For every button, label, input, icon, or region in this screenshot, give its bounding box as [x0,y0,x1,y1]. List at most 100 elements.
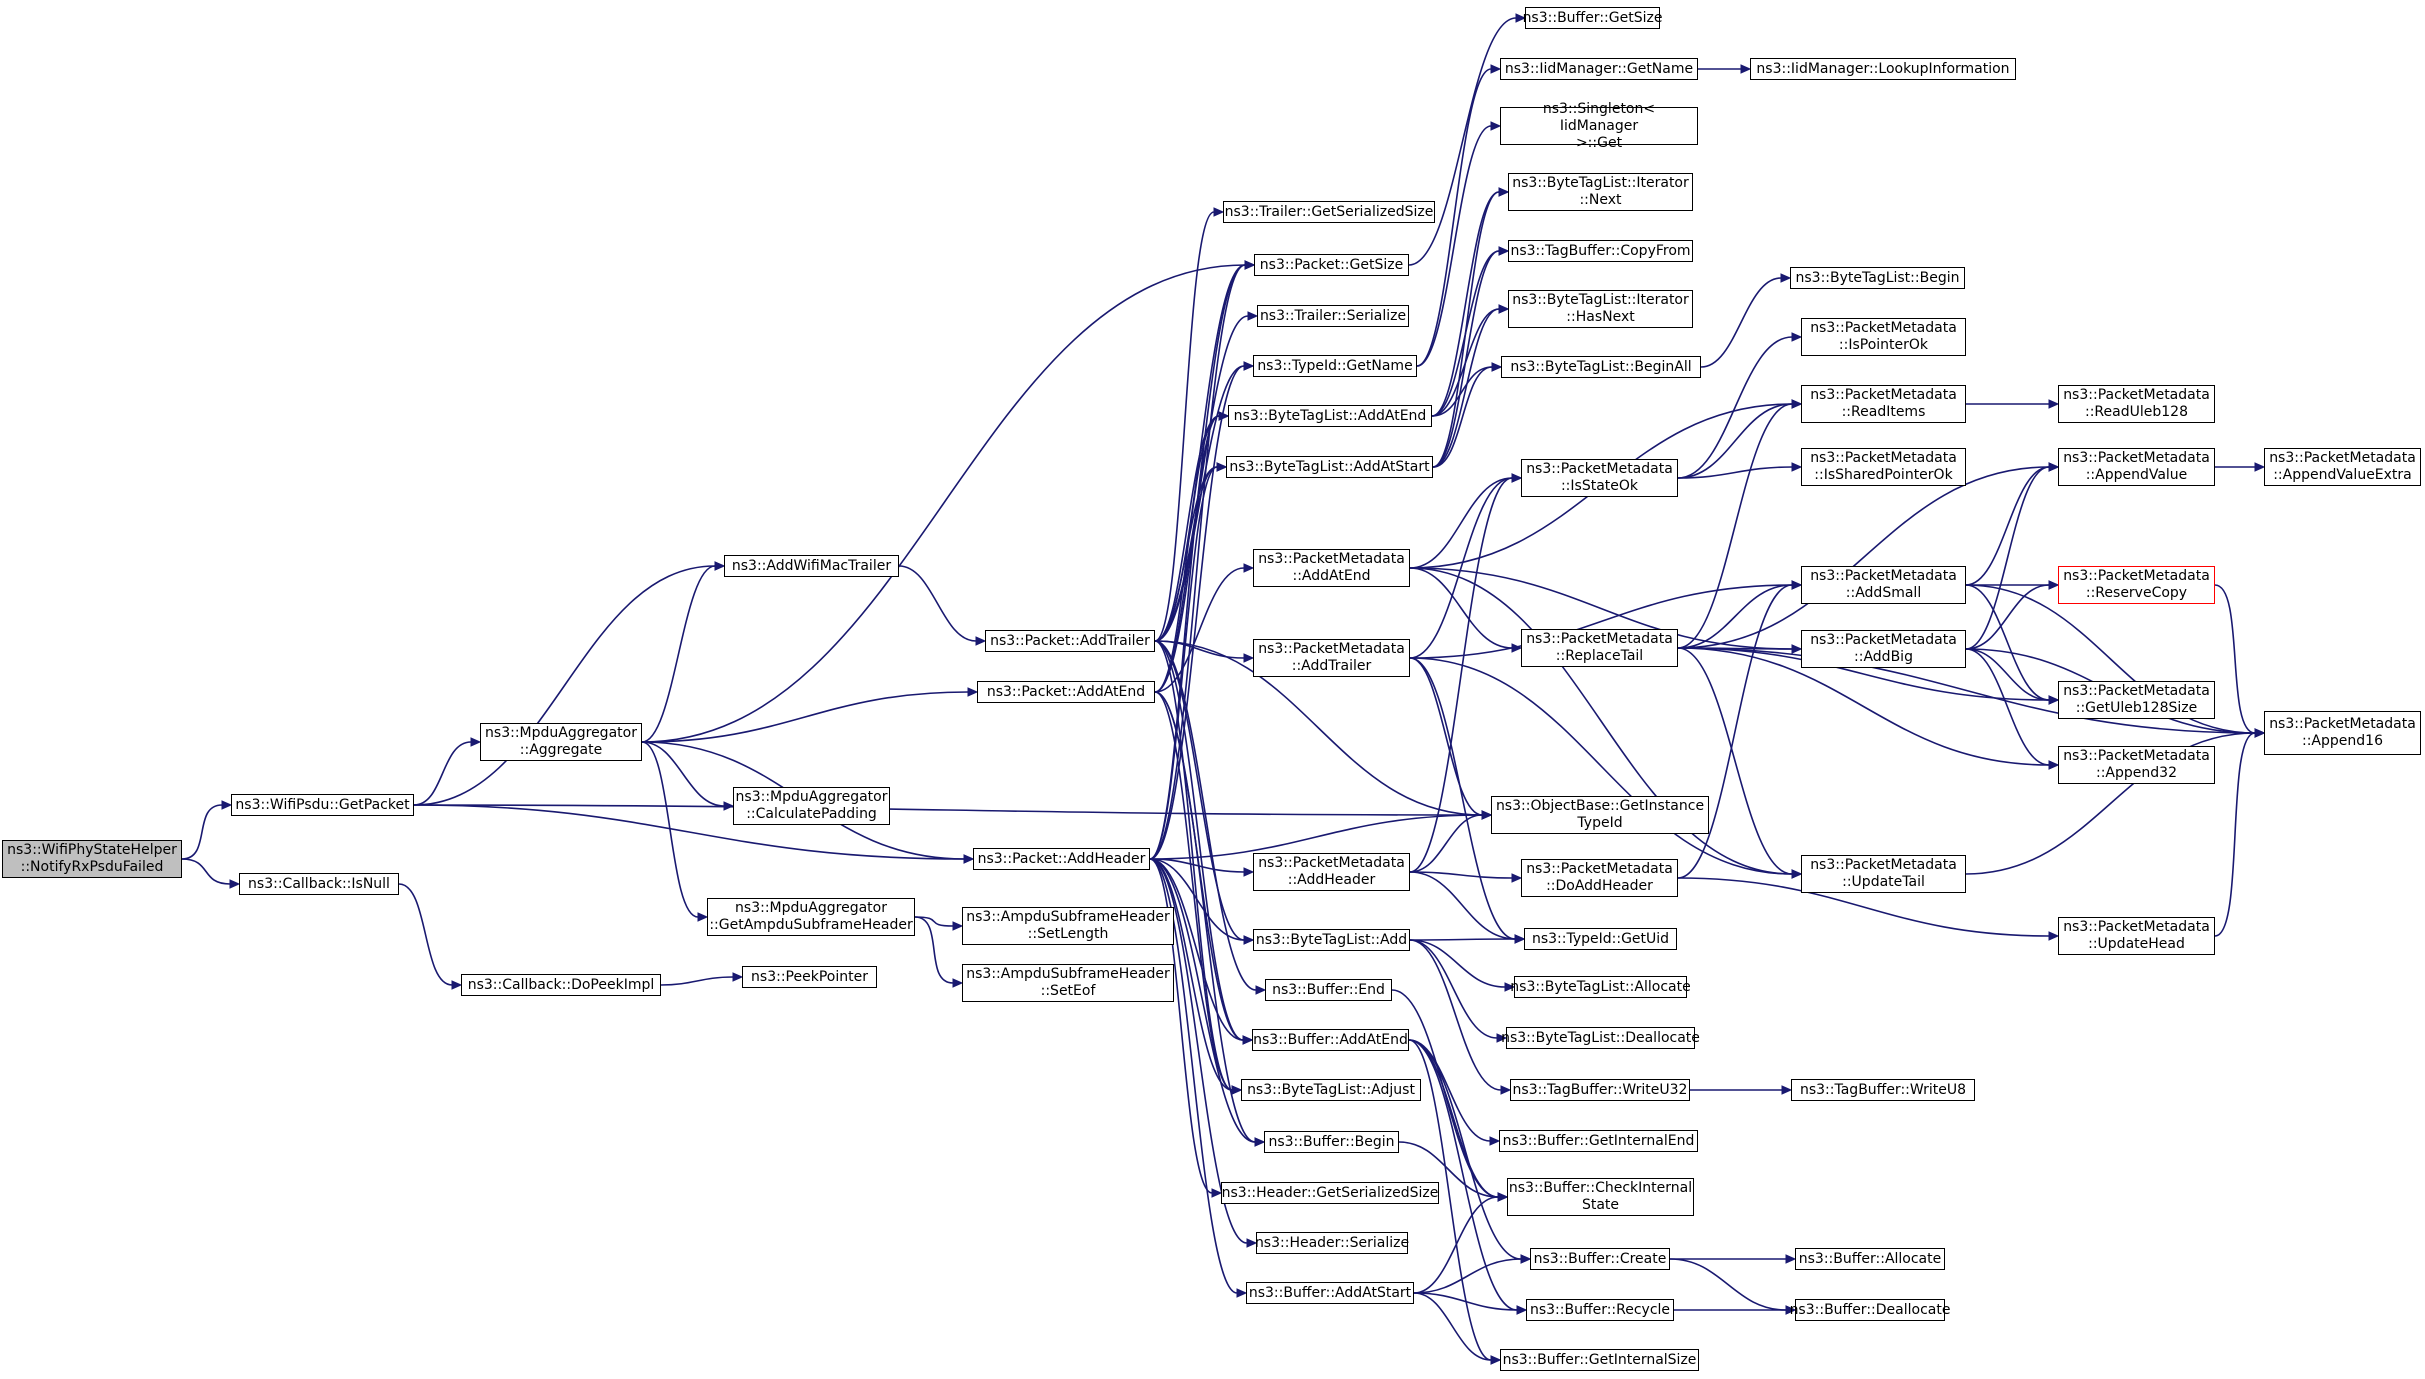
edge-pm-replacetail-to-pm-append16 [1677,647,2256,734]
node-peekpointer[interactable]: ns3::PeekPointer [742,966,877,988]
arrowhead-39 [1216,462,1228,472]
arrowhead-59 [1498,304,1510,314]
edge-root-to-isnull [181,858,231,885]
node-pm-append32[interactable]: ns3::PacketMetadata ::Append32 [2058,746,2215,784]
node-btl-it-next[interactable]: ns3::ByteTagList::Iterator ::Next [1508,173,1693,211]
node-pm-addheader[interactable]: ns3::PacketMetadata ::AddHeader [1253,853,1410,891]
node-pm-doaddheader[interactable]: ns3::PacketMetadata ::DoAddHeader [1521,859,1678,897]
node-buf-deallocate[interactable]: ns3::Buffer::Deallocate [1790,1299,1950,1321]
arrowhead-93 [2048,580,2060,590]
node-buf-getsize[interactable]: ns3::Buffer::GetSize [1523,7,1662,29]
edge-pkt-addheader-to-typeid-getname [1149,365,1245,860]
node-btl-adjust[interactable]: ns3::ByteTagList::Adjust [1241,1079,1421,1101]
node-pm-isstateok[interactable]: ns3::PacketMetadata ::IsStateOk [1521,459,1678,497]
node-pm-ispointerok[interactable]: ns3::PacketMetadata ::IsPointerOk [1801,318,1966,356]
node-pm-replacetail[interactable]: ns3::PacketMetadata ::ReplaceTail [1521,629,1678,667]
node-hdr-serialize[interactable]: ns3::Header::Serialize [1255,1232,1409,1254]
arrowhead-40 [1243,867,1255,877]
edge-btl-add-to-typeid-getuid [1409,938,1516,941]
node-iid-getname[interactable]: ns3::IidManager::GetName [1500,58,1698,80]
node-btl-allocate[interactable]: ns3::ByteTagList::Allocate [1510,976,1691,998]
node-seteof[interactable]: ns3::AmpduSubframeHeader ::SetEof [962,964,1174,1002]
node-tr-serialize[interactable]: ns3::Trailer::Serialize [1257,305,1409,327]
edge-pkt-addatend-to-btl-addatend [1154,415,1220,693]
node-pm-appendvalue[interactable]: ns3::PacketMetadata ::AppendValue [2058,448,2215,486]
edge-pkt-addheader-to-btl-addatstart [1149,466,1218,860]
arrowhead-51 [1490,121,1502,131]
node-pkt-addatend[interactable]: ns3::Packet::AddAtEnd [977,681,1155,703]
arrowhead-36 [1244,260,1256,270]
node-buf-getinternalsize[interactable]: ns3::Buffer::GetInternalSize [1500,1349,1699,1371]
node-pkt-addtrailer[interactable]: ns3::Packet::AddTrailer [985,630,1155,652]
node-tagbuf-writeu32[interactable]: ns3::TagBuffer::WriteU32 [1510,1079,1690,1101]
node-buf-recycle[interactable]: ns3::Buffer::Recycle [1526,1299,1674,1321]
node-buf-end[interactable]: ns3::Buffer::End [1265,979,1392,1001]
arrowhead-27 [1255,985,1267,995]
arrowhead-83 [1791,644,1803,654]
node-addwifimac[interactable]: ns3::AddWifiMacTrailer [724,555,899,577]
node-pkt-getsize[interactable]: ns3::Packet::GetSize [1254,254,1409,276]
node-setlength[interactable]: ns3::AmpduSubframeHeader ::SetLength [962,907,1174,945]
node-singleton-get[interactable]: ns3::Singleton< IidManager >::Get [1500,101,1698,151]
node-typeid-getname[interactable]: ns3::TypeId::GetName [1253,355,1417,377]
arrowhead-42 [1243,935,1255,945]
node-tagbuf-writeu8[interactable]: ns3::TagBuffer::WriteU8 [1791,1079,1975,1101]
node-pm-readitems[interactable]: ns3::PacketMetadata ::ReadItems [1801,385,1966,423]
arrowhead-11 [967,687,979,697]
node-pm-addatend[interactable]: ns3::PacketMetadata ::AddAtEnd [1253,549,1410,587]
node-btl-deallocate[interactable]: ns3::ByteTagList::Deallocate [1501,1027,1700,1049]
node-dopeek[interactable]: ns3::Callback::DoPeekImpl [461,974,661,996]
node-tagbuf-copyfrom[interactable]: ns3::TagBuffer::CopyFrom [1508,240,1693,262]
edge-buf-addatend-to-buf-getinternalsize [1408,1039,1492,1361]
arrowhead-99 [1791,580,1803,590]
node-calcpad[interactable]: ns3::MpduAggregator ::CalculatePadding [733,787,890,825]
node-pkt-addheader[interactable]: ns3::Packet::AddHeader [973,848,1150,870]
node-iid-lookup[interactable]: ns3::IidManager::LookupInformation [1750,58,2016,80]
arrowhead-98 [2254,462,2266,472]
node-getampdu[interactable]: ns3::MpduAggregator ::GetAmpduSubframeHe… [707,898,915,936]
edge-pkt-addtrailer-to-btl-add [1154,640,1245,941]
node-btl-it-hasnext[interactable]: ns3::ByteTagList::Iterator ::HasNext [1508,290,1693,328]
node-buf-addatstart[interactable]: ns3::Buffer::AddAtStart [1246,1282,1414,1304]
edge-pm-addtrailer-to-ob-getinstance [1409,657,1483,816]
node-buf-addatend[interactable]: ns3::Buffer::AddAtEnd [1252,1029,1409,1051]
node-pm-getuleb[interactable]: ns3::PacketMetadata ::GetUleb128Size [2058,681,2215,719]
node-buf-allocate[interactable]: ns3::Buffer::Allocate [1795,1248,1945,1270]
arrowhead-43 [1254,1137,1266,1147]
node-aggregate[interactable]: ns3::MpduAggregator ::Aggregate [480,723,642,761]
edge-pkt-addheader-to-ob-getinstance [1149,814,1483,860]
node-typeid-getuid[interactable]: ns3::TypeId::GetUid [1524,928,1677,950]
node-pm-updatehead[interactable]: ns3::PacketMetadata ::UpdateHead [2058,917,2215,955]
node-pm-append16[interactable]: ns3::PacketMetadata ::Append16 [2264,711,2421,755]
node-pm-issharedptr[interactable]: ns3::PacketMetadata ::IsSharedPointerOk [1801,448,1966,486]
arrowhead-12 [963,854,975,864]
node-pm-addtrailer[interactable]: ns3::PacketMetadata ::AddTrailer [1253,639,1410,677]
node-buf-create[interactable]: ns3::Buffer::Create [1530,1248,1670,1270]
node-isnull[interactable]: ns3::Callback::IsNull [239,873,399,895]
node-buf-checkinternal[interactable]: ns3::Buffer::CheckInternal State [1507,1178,1694,1216]
node-hdr-getsersize[interactable]: ns3::Header::GetSerializedSize [1221,1182,1439,1204]
node-pm-readuleb[interactable]: ns3::PacketMetadata ::ReadUleb128 [2058,385,2215,423]
arrowhead-37 [1243,361,1255,371]
node-btl-add[interactable]: ns3::ByteTagList::Add [1253,929,1410,951]
node-pm-updatetail[interactable]: ns3::PacketMetadata ::UpdateTail [1801,855,1966,893]
node-ob-getinstance[interactable]: ns3::ObjectBase::GetInstance TypeId [1491,796,1709,834]
edge-getampdu-to-seteof [914,916,954,984]
node-pm-appendvalueextra[interactable]: ns3::PacketMetadata ::AppendValueExtra [2264,448,2421,486]
node-btl-addatstart[interactable]: ns3::ByteTagList::AddAtStart [1226,456,1433,478]
node-tr-getsersize[interactable]: ns3::Trailer::GetSerializedSize [1223,201,1435,223]
node-getpacket[interactable]: ns3::WifiPsdu::GetPacket [231,794,414,816]
node-pm-addbig[interactable]: ns3::PacketMetadata ::AddBig [1801,630,1966,668]
node-buf-begin[interactable]: ns3::Buffer::Begin [1264,1131,1399,1153]
node-btl-beginall[interactable]: ns3::ByteTagList::BeginAll [1501,356,1701,378]
node-buf-getinternalend[interactable]: ns3::Buffer::GetInternalEnd [1499,1130,1698,1152]
node-pm-reservecopy[interactable]: ns3::PacketMetadata ::ReserveCopy [2058,566,2215,604]
node-btl-addatend[interactable]: ns3::ByteTagList::AddAtEnd [1228,405,1432,427]
node-pm-addsmall[interactable]: ns3::PacketMetadata ::AddSmall [1801,566,1966,604]
node-btl-begin[interactable]: ns3::ByteTagList::Begin [1790,267,1965,289]
edge-buf-begin-to-buf-checkinternal [1398,1141,1499,1198]
edge-dopeek-to-peekpointer [660,976,734,986]
arrowhead-74 [1511,873,1523,883]
node-root[interactable]: ns3::WifiPhyStateHelper ::NotifyRxPsduFa… [2,840,182,878]
